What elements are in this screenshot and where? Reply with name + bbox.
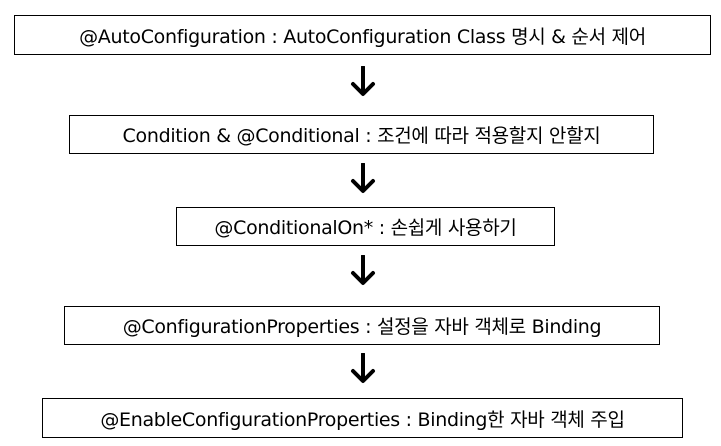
arrow-down-icon <box>351 353 375 383</box>
step-box-conditional-on: @ConditionalOn* : 손쉽게 사용하기 <box>176 207 555 246</box>
step-label: @EnableConfigurationProperties : Binding… <box>100 408 625 431</box>
step-box-conditional: Condition & @Conditional : 조건에 따라 적용할지 안… <box>69 115 654 154</box>
step-label: @AutoConfiguration : AutoConfiguration C… <box>79 25 646 48</box>
arrow-down-icon <box>351 255 375 285</box>
step-label: @ConfigurationProperties : 설정을 자바 객체로 Bi… <box>122 316 602 338</box>
step-label: @ConditionalOn* : 손쉽게 사용하기 <box>214 217 517 239</box>
arrow-down-icon <box>351 66 375 96</box>
step-label: Condition & @Conditional : 조건에 따라 적용할지 안… <box>122 125 601 147</box>
step-box-enable-configuration-properties: @EnableConfigurationProperties : Binding… <box>42 398 683 438</box>
arrow-down-icon <box>351 163 375 193</box>
step-box-configuration-properties: @ConfigurationProperties : 설정을 자바 객체로 Bi… <box>64 306 660 345</box>
step-box-autoconfiguration: @AutoConfiguration : AutoConfiguration C… <box>14 15 711 55</box>
